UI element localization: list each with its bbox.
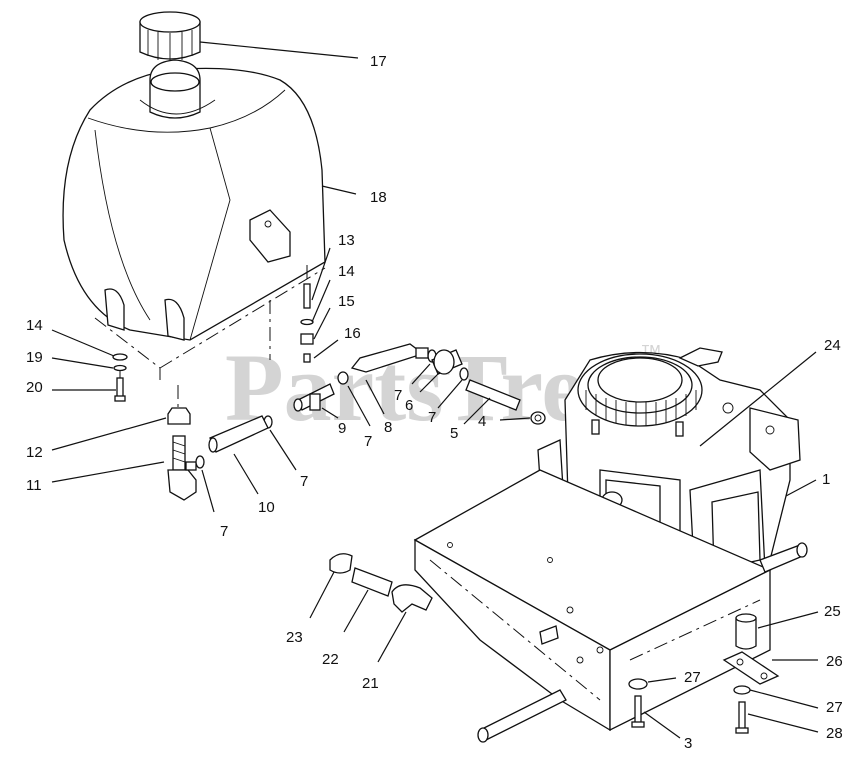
leader-lines: [51, 41, 819, 739]
callout-3: 3: [684, 735, 692, 752]
callout-6: 6: [405, 397, 413, 414]
callout-15: 15: [338, 293, 355, 310]
fuel-filter: [431, 349, 463, 375]
callout-9: 9: [338, 420, 346, 437]
left-hardware-stack: [112, 353, 128, 402]
callout-1: 1: [822, 471, 830, 488]
callout-12: 12: [26, 444, 43, 461]
fuel-tank: [62, 59, 326, 341]
callout-20: 20: [26, 379, 43, 396]
exhaust-fittings: [329, 553, 433, 613]
fuel-filter-hose: [350, 343, 429, 373]
fuel-cap: [139, 11, 201, 62]
callout-5: 5: [450, 425, 458, 442]
callout-14-right: 14: [338, 263, 355, 280]
callout-labels: 17 18 13 14 15 16 14 19 20 12 11 7 10 7 …: [26, 53, 843, 752]
callout-27-right: 27: [826, 699, 843, 716]
callout-10: 10: [258, 499, 275, 516]
callout-25: 25: [824, 603, 841, 620]
callout-27-left: 27: [684, 669, 701, 686]
right-hardware-stack: [300, 283, 314, 363]
fuel-hose-5: [465, 379, 521, 411]
callout-7-b: 7: [300, 473, 308, 490]
callout-7-d: 7: [394, 387, 402, 404]
frame: [413, 469, 808, 743]
tee-fitting: [293, 383, 335, 412]
callout-17: 17: [370, 53, 387, 70]
callout-16: 16: [344, 325, 361, 342]
callout-13: 13: [338, 232, 355, 249]
callout-26: 26: [826, 653, 843, 670]
fuel-hose-10: [208, 415, 269, 453]
callout-8: 8: [384, 419, 392, 436]
hose-clamp-4: [530, 411, 546, 425]
callout-19: 19: [26, 349, 43, 366]
shutoff-valve: [167, 407, 197, 501]
callout-7-e: 7: [428, 409, 436, 426]
callout-23: 23: [286, 629, 303, 646]
callout-4: 4: [478, 413, 486, 430]
callout-11: 11: [26, 477, 42, 494]
callout-7-a: 7: [220, 523, 228, 540]
callout-28: 28: [826, 725, 843, 742]
callout-18: 18: [370, 189, 387, 206]
callout-14-left: 14: [26, 317, 43, 334]
spacer-and-bracket: [722, 613, 780, 685]
callout-7-c: 7: [364, 433, 372, 450]
callout-24: 24: [824, 337, 841, 354]
washers-and-bolts: [628, 678, 751, 734]
callout-22: 22: [322, 651, 339, 668]
callout-21: 21: [362, 675, 379, 692]
